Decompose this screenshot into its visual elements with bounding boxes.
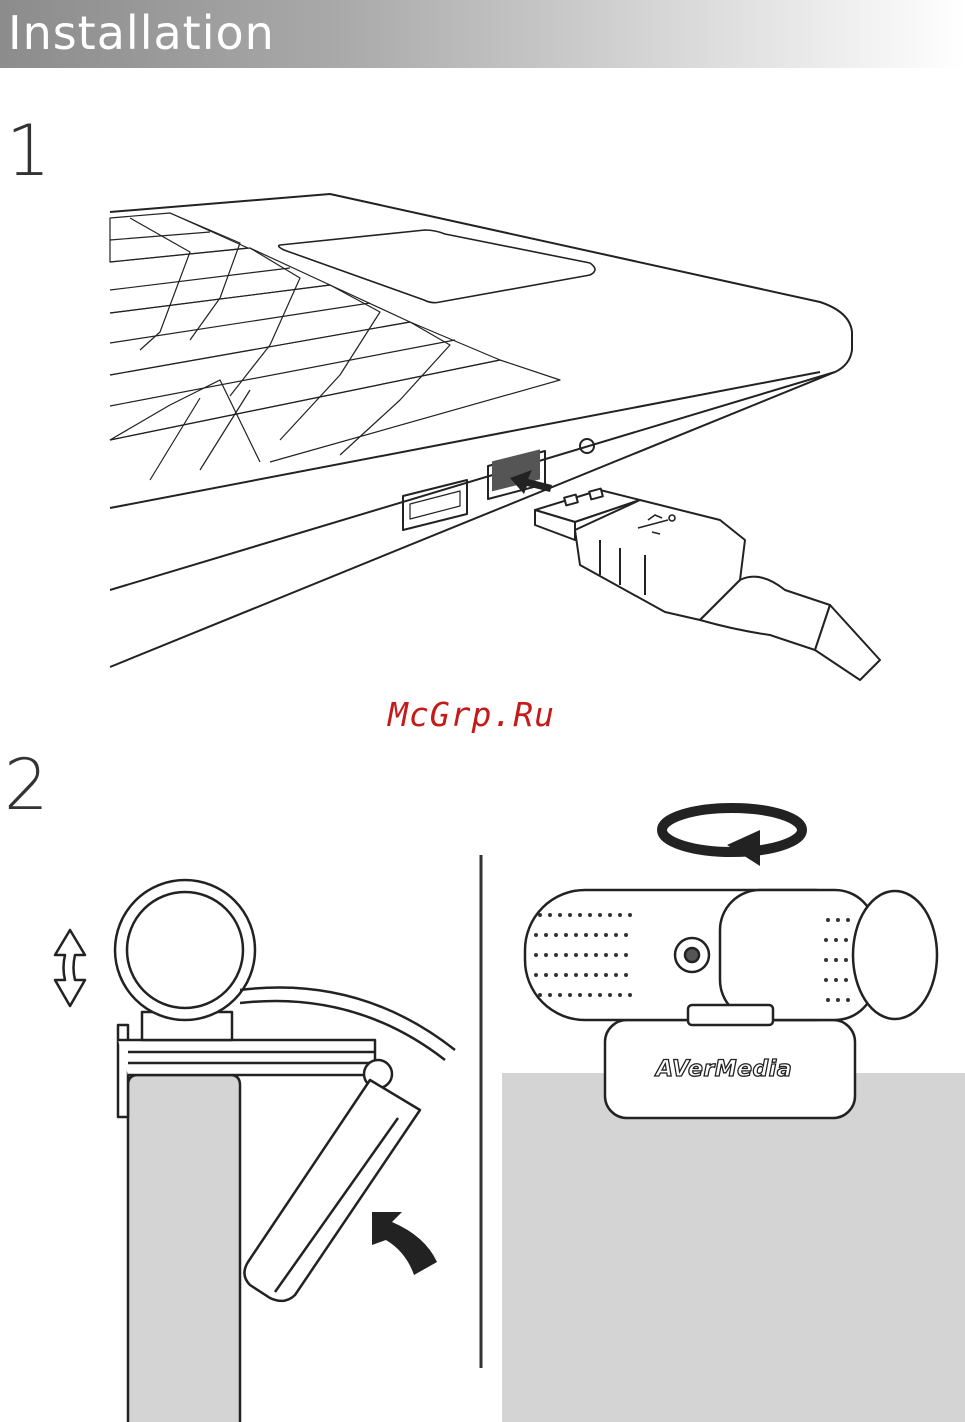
rotate-arrow-icon: [662, 808, 802, 866]
fold-arrow-icon: [372, 1212, 437, 1275]
tilt-arrow-icon: [55, 930, 85, 1006]
avermedia-logo: AVerMedia: [656, 1057, 792, 1082]
